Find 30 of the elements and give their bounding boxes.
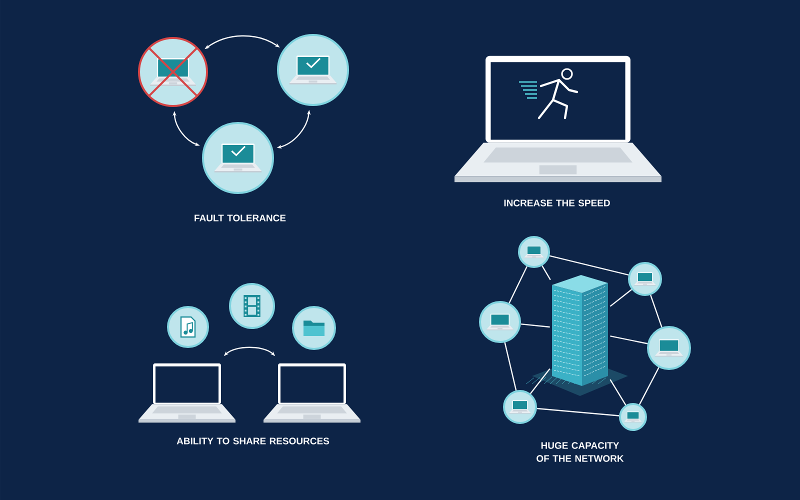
laptop-drawing <box>264 363 360 423</box>
connector-line <box>508 266 528 304</box>
folder-circle <box>292 306 336 350</box>
laptop-circle <box>628 262 662 296</box>
connector-line <box>610 379 626 406</box>
caption-text: HUGE CAPACITY OF THE NETWORK <box>536 442 624 462</box>
caption-text: INCREASE THE SPEED <box>504 200 610 206</box>
film-circle <box>229 283 275 329</box>
connector-line <box>638 367 660 405</box>
connector-line <box>520 323 550 328</box>
server-drawing <box>526 275 628 396</box>
connector-line <box>610 289 632 307</box>
laptop-circle <box>277 34 349 106</box>
laptop-circle <box>503 390 537 424</box>
connector-line <box>504 342 517 391</box>
connector-line <box>549 255 629 276</box>
laptop-circle <box>518 236 550 268</box>
laptop-circle <box>479 301 521 343</box>
caption-text: FAULT TOLERANCE <box>194 214 286 222</box>
connector-line <box>542 265 551 280</box>
connector-line <box>650 294 662 328</box>
connector-line <box>530 368 550 394</box>
laptop-circle <box>202 122 274 194</box>
music-file-circle <box>167 306 209 348</box>
laptop-circle <box>647 326 691 370</box>
connector-line <box>610 336 648 344</box>
caption-text: ABILITY TO SHARE RESOURCES <box>176 438 330 444</box>
failed-laptop-circle <box>138 37 208 107</box>
connector-line <box>536 408 620 416</box>
laptop-drawing <box>138 363 236 423</box>
